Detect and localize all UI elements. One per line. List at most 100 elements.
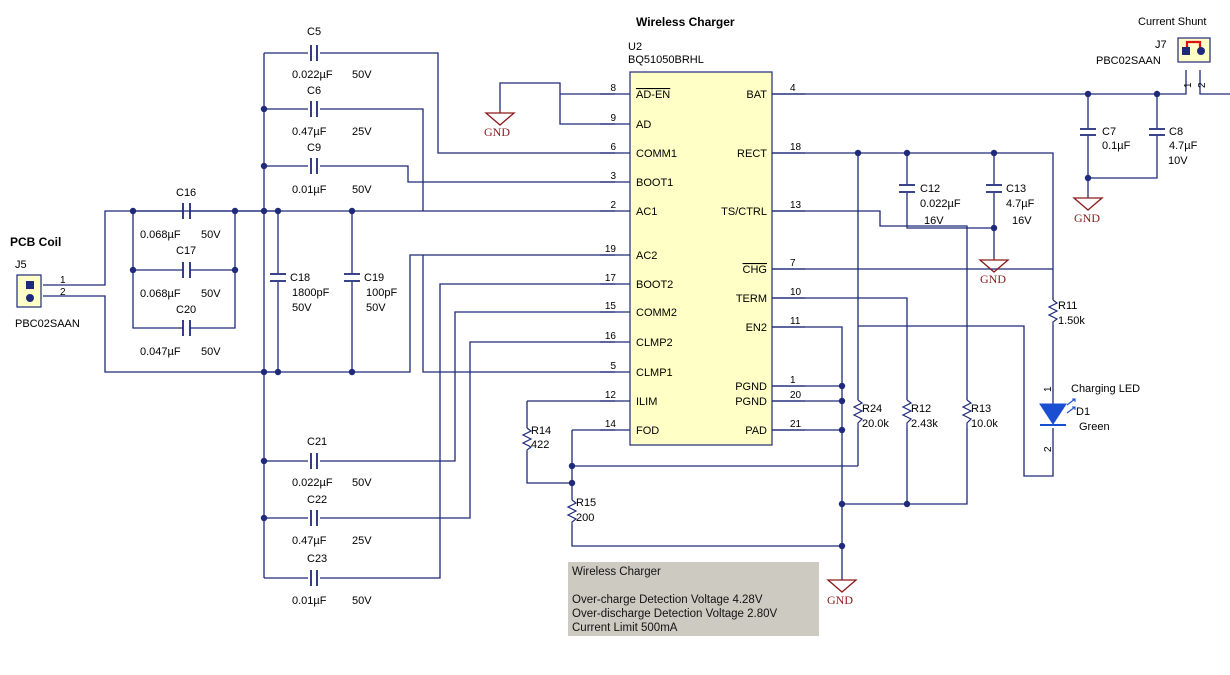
j5-pin2: 2 [60,287,66,298]
ic-pin-name: PGND [735,381,767,393]
ic-pin-number: 11 [790,316,801,327]
pcb-coil-title: PCB Coil [10,235,61,249]
c8-symbol [1149,128,1165,136]
gnd-label: GND [980,272,1006,286]
ic-pin-number: 18 [790,142,802,153]
capacitor-ref: C23 [307,553,327,565]
r15-symbol [566,499,578,525]
ic-pin-name: AC2 [636,250,657,262]
capacitor-ref: C20 [176,304,196,316]
gnd-symbol-main: GND [826,579,858,607]
capacitor-ref: C7 [1102,126,1116,138]
capacitor-rating: 16V [1012,215,1032,227]
led-label: Charging LED [1071,383,1140,395]
resistor-ref: R11 [1058,300,1077,312]
note-title: Wireless Charger [572,566,661,578]
capacitor-ref: C18 [290,272,310,284]
resistor-r12: R12 2.43k [911,403,938,430]
c12-symbol [899,184,915,193]
resistor-ref: R24 [862,403,882,415]
ic-pin-number: 14 [605,419,617,430]
resistor-ref: R12 [911,403,931,415]
r14-symbol [521,427,533,452]
note-line-2: Over-discharge Detection Voltage 2.80V [572,608,778,620]
ic-pin-name: CLMP2 [636,337,673,349]
ic-pin-number: 9 [610,113,616,124]
ic-pin-number: 3 [610,171,616,182]
c21-symbol [310,453,318,469]
ic-pin-number: 10 [790,287,802,298]
capacitor-c7: C70.1µF [1102,126,1131,152]
capacitor-ref: C19 [364,272,384,284]
resistor-ref: R15 [576,497,596,509]
j7-ref: J7 [1155,39,1167,51]
j5-part: PBC02SAAN [15,318,80,330]
capacitor-value: 0.068µF [140,288,181,300]
ic-pin-name: BOOT1 [636,177,673,189]
capacitor-rating: 50V [352,184,372,196]
ic-pin-name: BOOT2 [636,279,673,291]
resistor-labels: R111.50kR14422R15200R2420.0kR122.43kR131… [531,300,1085,524]
c5-symbol [310,45,318,61]
ic-part: BQ51050BRHL [628,54,704,66]
ic-pin-name: PAD [745,425,767,437]
resistor-ref: R13 [971,403,991,415]
ic-pin-name: AD-EN [636,89,670,101]
junctions [129,90,1161,550]
current-shunt-title: Current Shunt [1138,16,1206,28]
ic-pin-number: 13 [790,200,802,211]
design-note: Wireless Charger Over-charge Detection V… [568,562,819,636]
resistor-value: 20.0k [862,418,889,430]
gnd-symbol-ad: GND [484,110,516,139]
d1-ref: D1 [1076,406,1090,418]
capacitor-rating: 10V [1168,155,1188,167]
capacitor-ref: C21 [307,436,327,448]
c7-symbol [1080,128,1096,136]
capacitor-value: 0.01µF [292,184,327,196]
ic-pin-number: 19 [605,244,617,255]
led-pin1: 1 [1043,386,1054,392]
ic-pin-number: 7 [790,258,796,269]
capacitor-rating: 16V [924,215,944,227]
capacitor-ref: C17 [176,245,196,257]
resistor-r11: R11 1.50k [1058,300,1085,327]
resistor-symbols [521,299,1059,525]
gnd-label: GND [827,593,853,607]
capacitor-rating: 50V [352,69,372,81]
capacitor-rating: 50V [352,595,372,607]
ic-pin-number: 1 [790,375,796,386]
ic-ref: U2 [628,41,642,53]
gnd-symbol-c7: GND [1072,197,1104,225]
capacitor-value: 100pF [366,287,397,299]
capacitor-ref: C8 [1169,126,1183,138]
r13-symbol [961,399,973,428]
resistor-value: 2.43k [911,418,938,430]
capacitor-value: 0.022µF [292,69,333,81]
ic-left-pins: 8AD-EN9AD6COMM13BOOT12AC119AC217BOOT215C… [600,83,677,437]
ic-pin-name: RECT [737,148,767,160]
ic-pin-number: 5 [610,361,616,372]
ic-pin-name: PGND [735,396,767,408]
resistor-value: 1.50k [1058,315,1085,327]
capacitor-rating: 50V [292,302,312,314]
capacitor-rating: 50V [366,302,386,314]
gnd-label: GND [484,125,510,139]
capacitor-rating: 25V [352,126,372,138]
ic-pin-number: 4 [790,83,796,94]
j5-pin1: 1 [60,275,66,286]
capacitor-value: 0.022µF [292,477,333,489]
capacitor-value: 4.7µF [1169,140,1198,152]
ic-pin-name: TERM [736,293,767,305]
j7-pin1: 1 [1183,82,1194,88]
